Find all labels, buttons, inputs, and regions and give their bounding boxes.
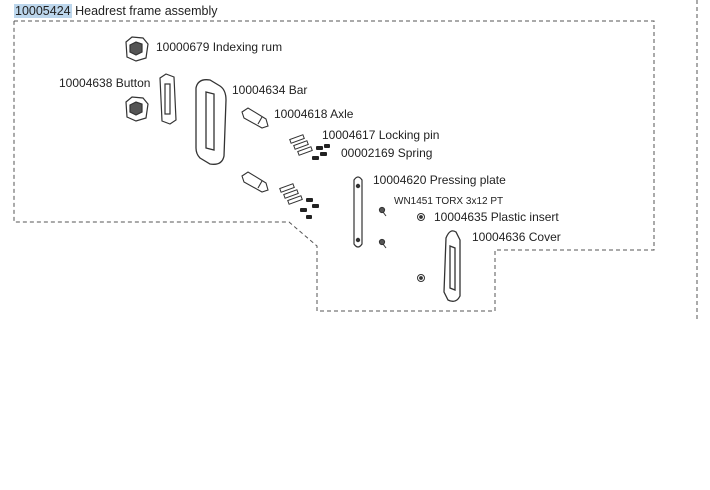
bar-part[interactable]: [195, 79, 227, 165]
label-screw[interactable]: WN1451 TORX 3x12 PT: [394, 196, 504, 207]
spring-part[interactable]: [312, 144, 330, 160]
locking-pin-lower-part[interactable]: [279, 183, 303, 205]
label-locking-pin[interactable]: 10004617 Locking pin: [322, 128, 440, 142]
assembly-part-number[interactable]: 10005424: [14, 4, 72, 18]
cover-part[interactable]: [443, 230, 461, 302]
button-rum-part[interactable]: [125, 96, 149, 122]
assembly-boundary: [13, 20, 655, 312]
axle-lower-part[interactable]: [241, 171, 269, 193]
label-indexing-rum[interactable]: 10000679 Indexing rum: [156, 40, 283, 54]
assembly-title: 10005424 Headrest frame assembly: [14, 4, 218, 18]
label-spring[interactable]: 00002169 Spring: [341, 146, 433, 160]
spring-lower-part[interactable]: [300, 198, 319, 219]
indexing-rum-part[interactable]: [125, 36, 149, 62]
button-part[interactable]: [159, 73, 177, 125]
label-pressing-plate[interactable]: 10004620 Pressing plate: [373, 173, 506, 187]
label-axle[interactable]: 10004618 Axle: [274, 107, 354, 121]
assembly-name: Headrest frame assembly: [75, 4, 218, 18]
locking-pin-part[interactable]: [289, 134, 313, 156]
axle-part[interactable]: [241, 107, 269, 129]
label-button[interactable]: 10004638 Button: [59, 76, 151, 90]
pressing-plate-part[interactable]: [353, 176, 363, 248]
plastic-insert-part[interactable]: [417, 213, 425, 282]
label-plastic-insert[interactable]: 10004635 Plastic insert: [434, 210, 559, 224]
label-cover[interactable]: 10004636 Cover: [472, 230, 561, 244]
label-bar[interactable]: 10004634 Bar: [232, 83, 308, 97]
screw-part[interactable]: [378, 206, 387, 249]
